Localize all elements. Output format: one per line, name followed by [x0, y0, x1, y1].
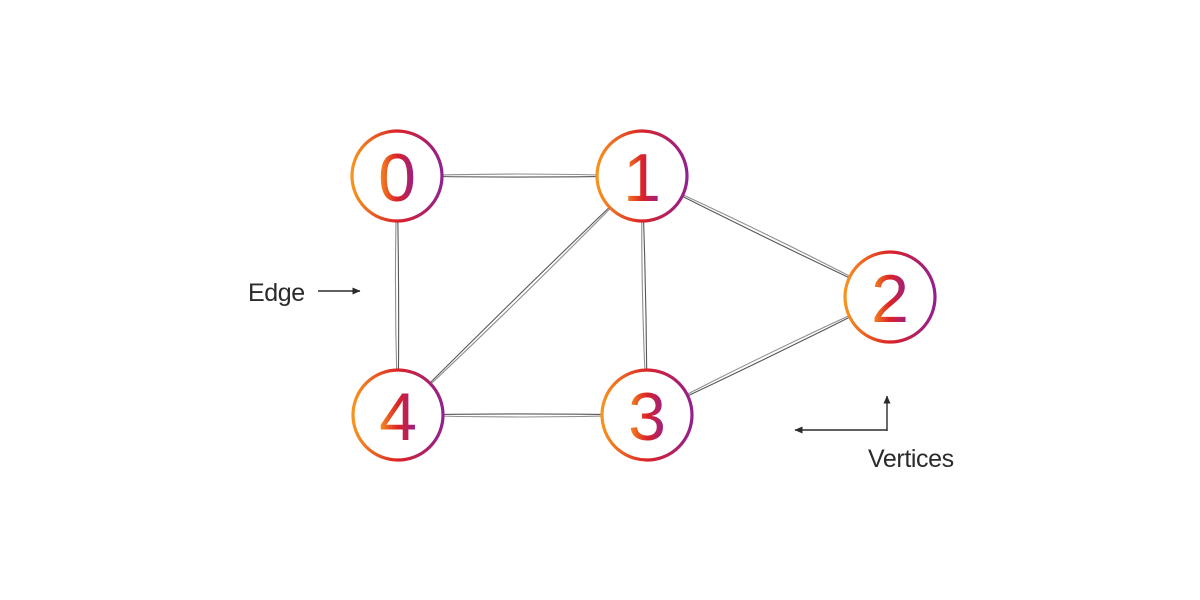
- vertex-0-label: 0: [378, 140, 416, 216]
- vertex-2-ring: [843, 250, 937, 344]
- edge-annotation: Edge: [248, 279, 361, 307]
- edge-annotation-label: Edge: [248, 279, 305, 307]
- vertex-3-label: 3: [628, 379, 666, 455]
- vertices-annotation-label: Vertices: [868, 445, 954, 473]
- edge-1-4: [397, 175, 643, 416]
- vertex-4: 4: [351, 368, 445, 462]
- vertex-3: 3: [600, 368, 694, 462]
- vertex-3-ring: [600, 368, 694, 462]
- vertex-0: 0: [350, 129, 444, 223]
- vertex-4-label: 4: [379, 379, 417, 455]
- vertex-2: 2: [843, 250, 937, 344]
- vertices-annotation: Vertices: [794, 395, 954, 473]
- vertex-1: 1: [595, 129, 689, 223]
- vertex-0-ring: [350, 129, 444, 223]
- vertex-1-ring: [595, 129, 689, 223]
- edge-1-4: [397, 175, 643, 416]
- vertex-1-label: 1: [623, 140, 661, 216]
- vertex-2-label: 2: [871, 261, 909, 337]
- nodes-layer: 0 1 2 3 4: [350, 129, 937, 462]
- vertex-4-ring: [351, 368, 445, 462]
